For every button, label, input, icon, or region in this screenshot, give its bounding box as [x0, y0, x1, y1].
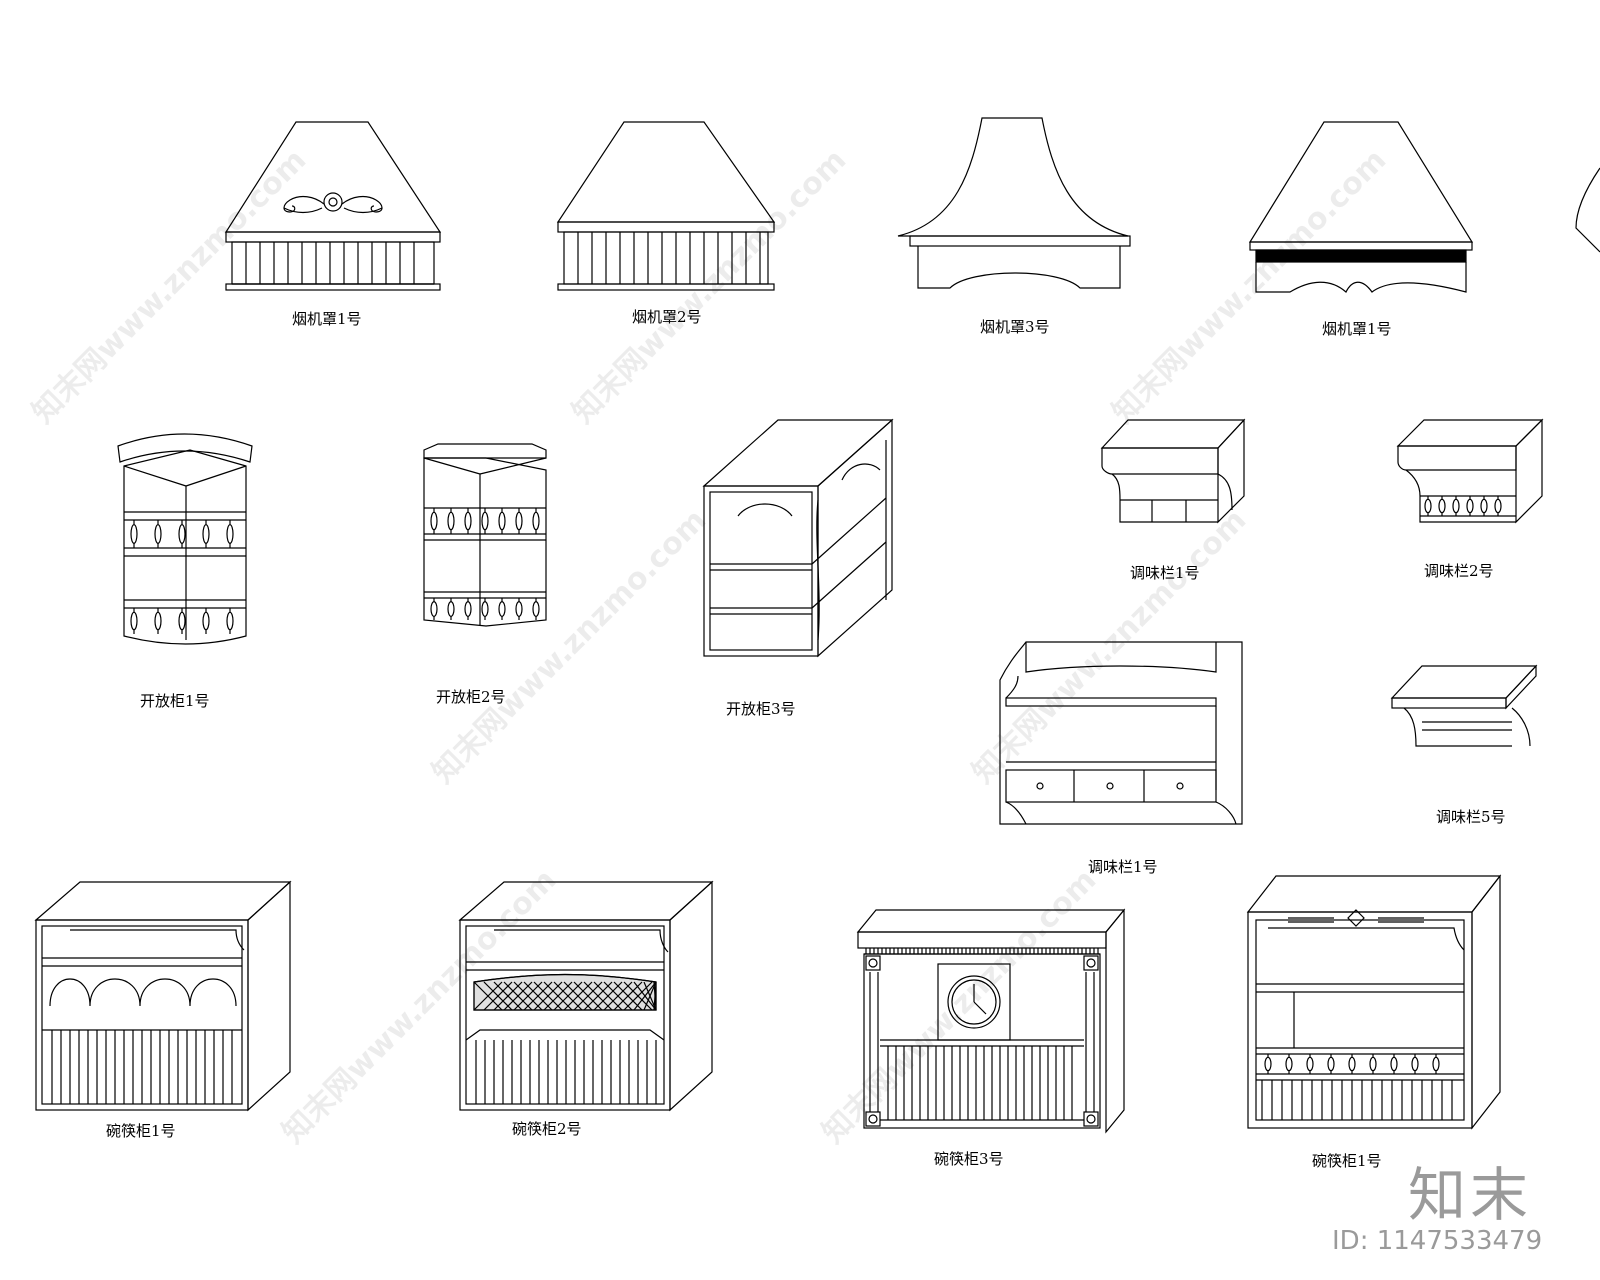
baluster-icon [130, 524, 138, 544]
baluster-icon [1285, 1056, 1293, 1072]
drawing-line [473, 981, 503, 1011]
spice-rack-2-drawing [1396, 418, 1544, 524]
baluster-icon [1411, 1056, 1419, 1072]
baluster-icon [515, 601, 523, 617]
label-open-cabinet-2: 开放柜2号 [436, 688, 506, 706]
drawing-line [553, 981, 583, 1011]
baluster-icon [178, 524, 186, 544]
baluster-icon [1466, 498, 1474, 514]
label-open-cabinet-1: 开放柜1号 [140, 692, 210, 710]
baluster-icon [178, 611, 186, 631]
partial-shape-edge [1575, 167, 1600, 253]
label-bowl-cabinet-3: 碗筷柜3号 [934, 1150, 1004, 1168]
spice-rack-1-drawing [1100, 418, 1246, 524]
baluster-icon [1264, 1056, 1272, 1072]
drawing-line [523, 981, 553, 1011]
drawing-line [503, 981, 533, 1011]
range-hood-3-drawing [897, 117, 1131, 289]
bowl-cabinet-4-drawing [1246, 874, 1502, 1130]
drawing-line [533, 981, 563, 1011]
baluster-icon [1438, 498, 1446, 514]
range-hood-2-drawing [556, 121, 776, 291]
baluster-icon [498, 511, 506, 531]
brand-logo: 知末 [1408, 1161, 1533, 1229]
label-spice-rack-3: 调味栏1号 [1088, 858, 1158, 876]
drawing-line [593, 981, 623, 1011]
label-spice-rack-5: 调味栏5号 [1436, 808, 1506, 826]
baluster-icon [1327, 1056, 1335, 1072]
label-range-hood-2: 烟机罩2号 [632, 308, 702, 326]
baluster-icon [1494, 498, 1502, 514]
bowl-cabinet-3-drawing [856, 908, 1126, 1134]
baluster-icon [202, 524, 210, 544]
clock-icon [947, 975, 1001, 1029]
baluster-icon [532, 601, 540, 617]
baluster-icon [430, 601, 438, 617]
baluster-icon [1432, 1056, 1440, 1072]
open-cabinet-2-drawing [423, 443, 547, 627]
drawing-line [483, 981, 513, 1011]
label-range-hood-1: 烟机罩1号 [292, 310, 362, 328]
baluster-icon [226, 611, 234, 631]
drawing-line [583, 981, 613, 1011]
baluster-icon [202, 611, 210, 631]
scroll-ornament-icon [283, 192, 383, 214]
baluster-icon [154, 524, 162, 544]
drawing-line [623, 981, 653, 1011]
label-spice-rack-2: 调味栏2号 [1424, 562, 1494, 580]
range-hood-1-drawing [224, 121, 442, 291]
drawing-line [563, 981, 593, 1011]
baluster-icon [1348, 1056, 1356, 1072]
baluster-icon [481, 601, 489, 617]
label-range-hood-4: 烟机罩1号 [1322, 320, 1392, 338]
label-bowl-cabinet-2: 碗筷柜2号 [512, 1120, 582, 1138]
baluster-icon [1452, 498, 1460, 514]
baluster-icon [1390, 1056, 1398, 1072]
baluster-icon [464, 511, 472, 531]
baluster-icon [464, 601, 472, 617]
drawing-line [653, 981, 657, 1011]
image-id-text: ID: 1147533479 [1332, 1226, 1543, 1256]
range-hood-4-drawing [1248, 121, 1474, 293]
label-open-cabinet-3: 开放柜3号 [726, 700, 796, 718]
baluster-icon [226, 524, 234, 544]
drawing-line [513, 981, 543, 1011]
baluster-icon [154, 611, 162, 631]
baluster-icon [1424, 498, 1432, 514]
bowl-cabinet-2-drawing [458, 880, 714, 1112]
label-range-hood-3: 烟机罩3号 [980, 318, 1050, 336]
baluster-icon [1480, 498, 1488, 514]
drawing-line [573, 981, 603, 1011]
drawing-line [543, 981, 573, 1011]
baluster-icon [1306, 1056, 1314, 1072]
baluster-icon [481, 511, 489, 531]
diamond-ornament-icon [1347, 909, 1365, 927]
bowl-cabinet-1-drawing [34, 880, 292, 1112]
baluster-icon [532, 511, 540, 531]
baluster-icon [447, 601, 455, 617]
baluster-icon [430, 511, 438, 531]
label-bowl-cabinet-1: 碗筷柜1号 [106, 1122, 176, 1140]
baluster-icon [447, 511, 455, 531]
spice-rack-5-drawing [1390, 664, 1538, 747]
label-bowl-cabinet-4: 碗筷柜1号 [1312, 1152, 1382, 1170]
baluster-icon [1369, 1056, 1377, 1072]
drawing-line [633, 981, 657, 1011]
baluster-icon [515, 511, 523, 531]
baluster-icon [498, 601, 506, 617]
label-spice-rack-1: 调味栏1号 [1130, 564, 1200, 582]
baluster-icon [130, 611, 138, 631]
open-cabinet-3-drawing [702, 418, 894, 658]
drawing-line [603, 981, 633, 1011]
open-cabinet-1-drawing [117, 433, 253, 645]
drawing-line [493, 981, 523, 1011]
spice-rack-3-drawing [999, 641, 1243, 825]
